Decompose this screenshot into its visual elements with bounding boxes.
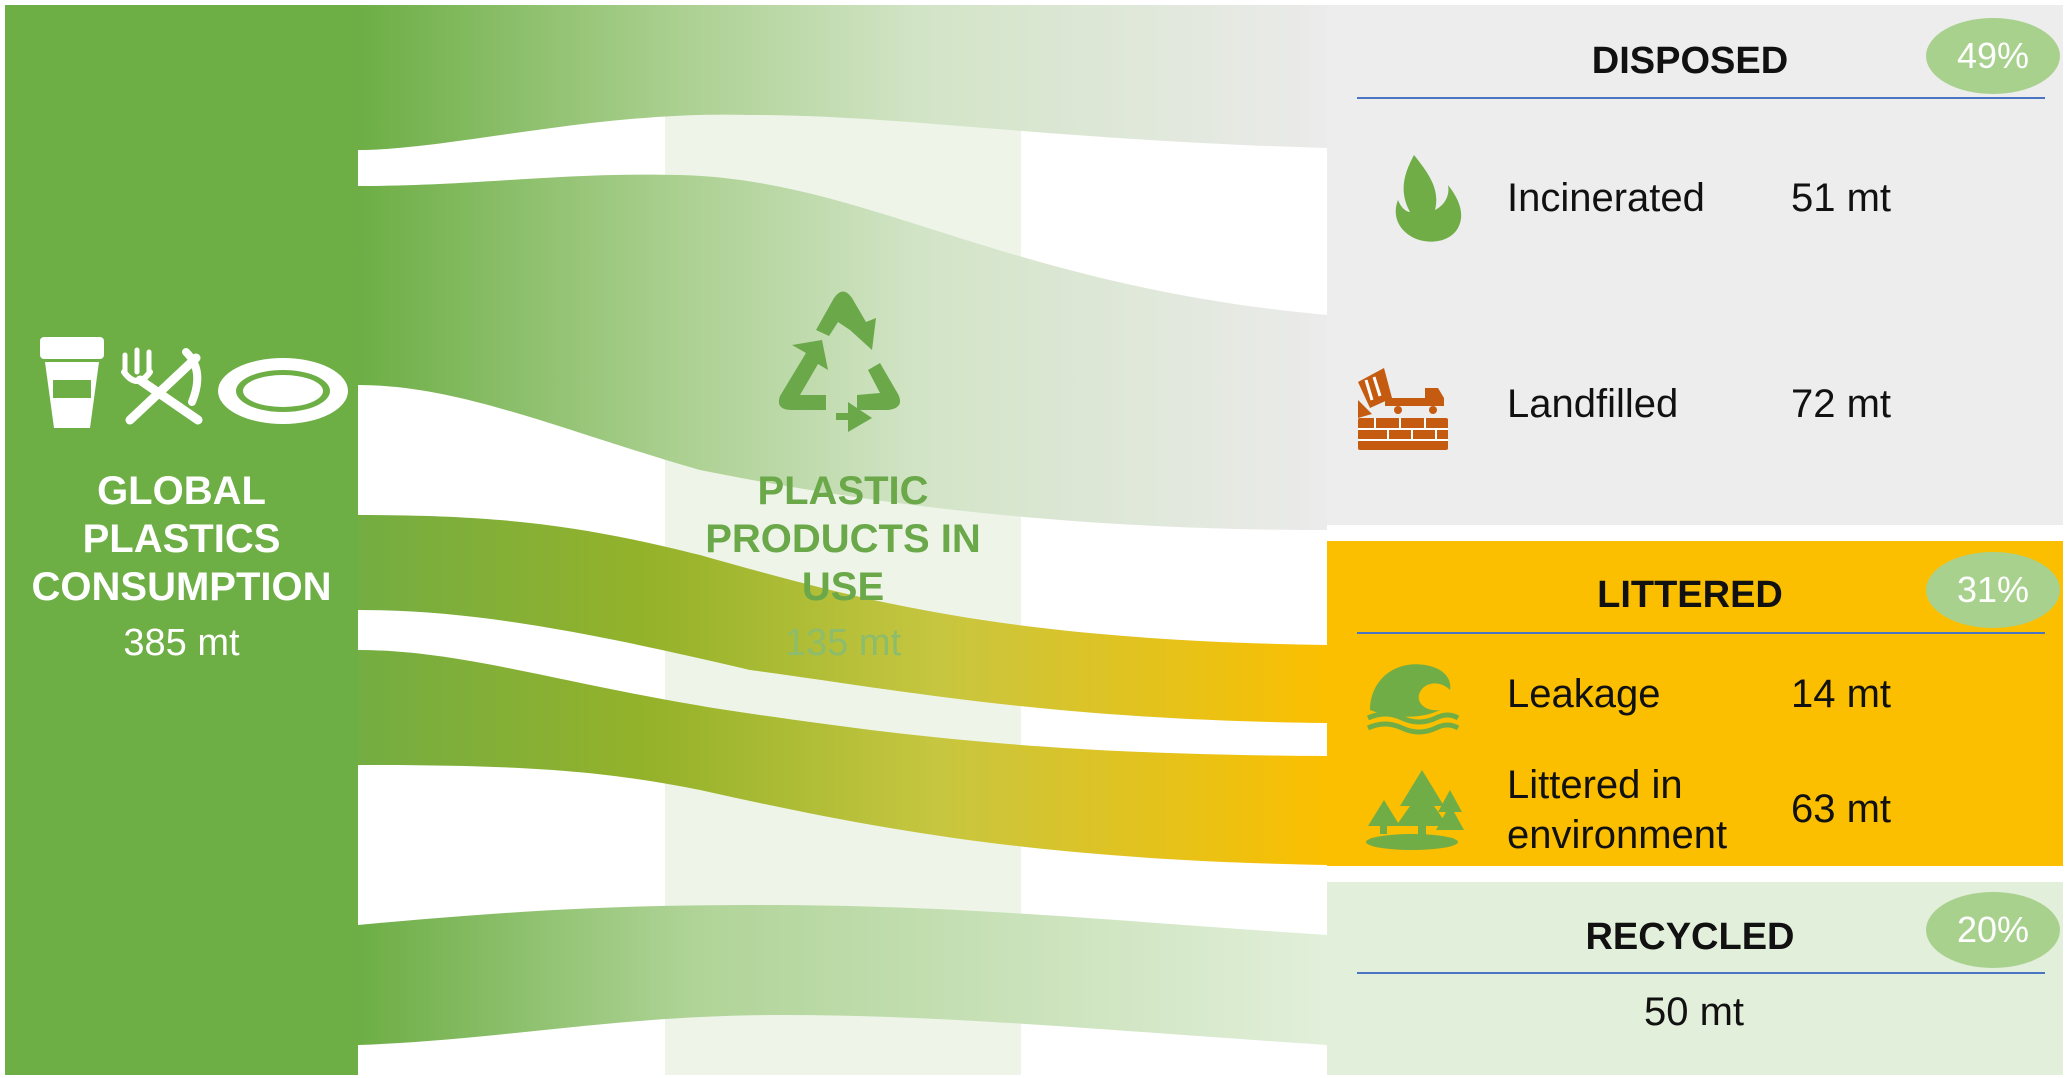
source-title: GLOBAL PLASTICS CONSUMPTION	[5, 467, 358, 611]
landfilled-label: Landfilled	[1507, 382, 1679, 426]
in-use-title: PLASTIC PRODUCTS IN USE	[665, 467, 1021, 611]
dump-truck-icon	[1358, 368, 1448, 450]
recycled-rule	[1357, 972, 2045, 974]
flow-leakage	[358, 515, 1327, 723]
recycle-icon	[778, 291, 901, 432]
littered-share-badge: 31%	[1926, 552, 2060, 628]
recycled-share-badge: 20%	[1926, 892, 2060, 968]
source-value: 385 mt	[123, 622, 240, 664]
in-use-value: 135 mt	[784, 622, 902, 664]
plate-icon	[218, 358, 348, 424]
flow-incinerated	[358, 5, 1327, 150]
source-title-line-1: GLOBAL	[97, 469, 266, 513]
littered-rule	[1357, 632, 2045, 634]
littered-environment-value: 63 mt	[1791, 787, 1892, 831]
source-title-line-2: PLASTICS	[82, 517, 281, 561]
in-use-title-line-1: PLASTIC	[757, 469, 929, 513]
wave-icon	[1366, 664, 1460, 735]
disposed-rule	[1357, 97, 2045, 99]
recycled-title: RECYCLED	[1585, 916, 1795, 958]
coffee-cup-icon	[40, 337, 104, 428]
in-use-title-line-2: PRODUCTS IN	[705, 517, 981, 561]
littered-environment-label-line-1: Littered in	[1507, 763, 1683, 807]
recycled-value: 50 mt	[1643, 990, 1745, 1034]
source-title-line-3: CONSUMPTION	[31, 565, 332, 609]
source-column	[5, 5, 358, 1075]
littered-environment-label-line-2: environment	[1507, 813, 1728, 857]
flow-recycled	[358, 905, 1327, 1045]
flow-landfilled	[358, 174, 1327, 531]
flame-icon	[1395, 155, 1462, 242]
incinerated-value: 51 mt	[1791, 176, 1892, 220]
disposed-share-badge: 49%	[1926, 18, 2060, 94]
leakage-value: 14 mt	[1791, 672, 1892, 716]
littered-environment-label: Littered in environment	[1507, 760, 1727, 860]
incinerated-label: Incinerated	[1507, 176, 1705, 220]
forest-icon	[1366, 770, 1464, 850]
fork-knife-icon	[121, 347, 203, 425]
disposed-box	[1327, 5, 2063, 525]
landfilled-value: 72 mt	[1791, 382, 1892, 426]
leakage-label: Leakage	[1507, 672, 1661, 716]
disposed-title: DISPOSED	[1591, 40, 1789, 82]
flow-littered-environment	[358, 650, 1327, 865]
in-use-title-line-3: USE	[801, 565, 885, 609]
littered-title: LITTERED	[1597, 574, 1783, 616]
